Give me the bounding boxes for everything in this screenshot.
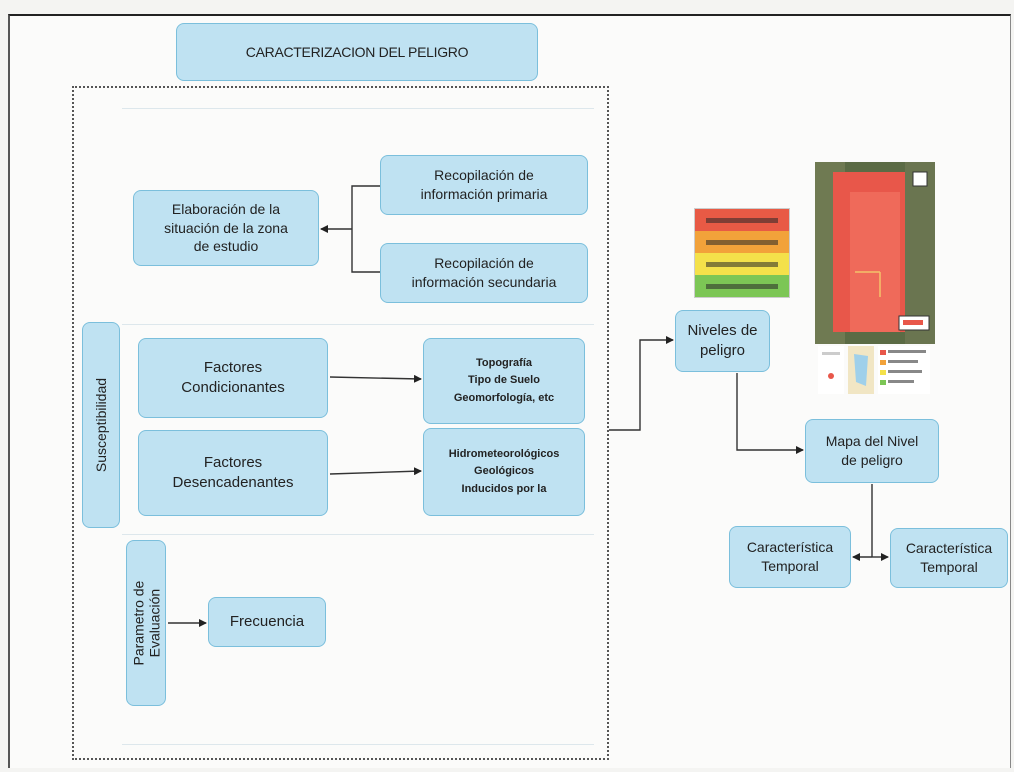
connector-recopilacion bbox=[351, 185, 380, 273]
box-line: Inducidos por la bbox=[461, 482, 547, 495]
legend-band-very-high bbox=[695, 209, 789, 231]
box-line: Recopilación de bbox=[434, 255, 534, 272]
risk-level-legend-image bbox=[694, 208, 790, 298]
box-line: Característica bbox=[905, 540, 993, 557]
arrow-to-niveles bbox=[609, 336, 674, 431]
section-divider bbox=[122, 108, 594, 109]
box-line: Tipo de Suelo bbox=[468, 374, 540, 387]
box-line: de peligro bbox=[841, 452, 903, 468]
parametro-evaluacion-box: Parametro de Evaluación bbox=[126, 540, 166, 706]
elaboracion-box: Elaboración de la situación de la zona d… bbox=[133, 190, 319, 266]
box-line: peligro bbox=[699, 342, 745, 359]
box-line: Niveles de bbox=[687, 321, 758, 339]
diagram-title: CARACTERIZACION DEL PELIGRO bbox=[176, 23, 538, 81]
box-line: Desencadenantes bbox=[172, 474, 294, 491]
legend-band-medium bbox=[695, 253, 789, 275]
arrow-desencadenantes bbox=[329, 467, 422, 476]
desencadenantes-detalle-box: Hidrometeorológicos Geológicos Inducidos… bbox=[423, 428, 585, 516]
box-line: Característica bbox=[746, 539, 834, 556]
legend-band-low bbox=[695, 275, 789, 297]
legend-band-high bbox=[695, 231, 789, 253]
recopilacion-primaria-box: Recopilación de información primaria bbox=[380, 155, 588, 215]
process-group-border bbox=[72, 86, 609, 760]
map-inset-graphic bbox=[822, 352, 840, 379]
box-line: Topografía bbox=[475, 356, 532, 369]
arrow-condicionantes bbox=[329, 374, 422, 383]
mapa-nivel-peligro-box: Mapa del Nivel de peligro bbox=[805, 419, 939, 483]
factores-desencadenantes-box: Factores Desencadenantes bbox=[138, 430, 328, 516]
map-inset-graphic bbox=[854, 354, 868, 386]
box-line: Geológicos bbox=[474, 465, 534, 478]
map-inset-image bbox=[848, 346, 874, 394]
section-divider bbox=[122, 324, 594, 325]
box-line: Factores bbox=[203, 358, 263, 376]
map-graphic bbox=[815, 162, 935, 344]
frecuencia-box: Frecuencia bbox=[208, 597, 326, 647]
factores-condicionantes-box: Factores Condicionantes bbox=[138, 338, 328, 418]
caracteristica-temporal-box-right: Característica Temporal bbox=[890, 528, 1008, 588]
map-legend-graphic bbox=[880, 350, 926, 385]
condicionantes-detalle-box: Topografía Tipo de Suelo Geomorfología, … bbox=[423, 338, 585, 424]
box-line: Mapa del Nivel bbox=[825, 433, 919, 450]
susceptibilidad-label-box: Susceptibilidad bbox=[82, 322, 120, 528]
caracteristica-temporal-box-left: Característica Temporal bbox=[729, 526, 851, 588]
box-line: Geomorfología, etc bbox=[453, 391, 555, 404]
box-line: de estudio bbox=[193, 238, 259, 255]
box-line: Recopilación de bbox=[434, 167, 534, 184]
niveles-peligro-box: Niveles de peligro bbox=[675, 310, 770, 372]
box-line: información primaria bbox=[420, 186, 548, 202]
recopilacion-secundaria-box: Recopilación de información secundaria bbox=[380, 243, 588, 303]
map-inset-image bbox=[818, 346, 844, 394]
box-line: Hidrometeorológicos bbox=[448, 447, 560, 460]
hazard-map-image bbox=[815, 162, 935, 344]
box-line: Elaboración de la bbox=[171, 200, 281, 217]
box-line: situación de la zona bbox=[164, 219, 288, 236]
box-line: información secundaria bbox=[411, 274, 557, 290]
box-line: Temporal bbox=[920, 559, 978, 575]
section-divider bbox=[122, 534, 594, 535]
box-line: Condicionantes bbox=[181, 379, 285, 396]
box-line: Temporal bbox=[761, 558, 819, 574]
title-label: CARACTERIZACION DEL PELIGRO bbox=[245, 43, 469, 60]
box-line: Frecuencia bbox=[229, 612, 305, 630]
box-line: Factores bbox=[203, 453, 263, 471]
map-legend-image bbox=[878, 346, 930, 394]
section-divider bbox=[122, 744, 594, 745]
arrow-to-mapa bbox=[736, 373, 804, 454]
